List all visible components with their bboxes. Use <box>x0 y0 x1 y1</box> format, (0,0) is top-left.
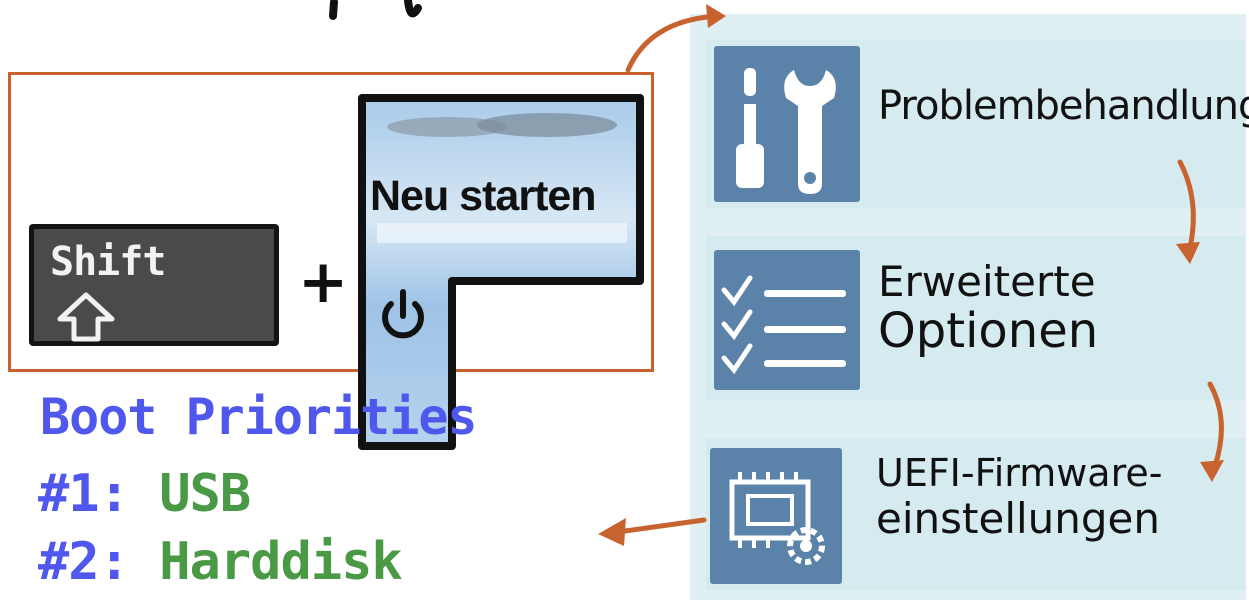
menu-item-troubleshoot-label: Problembehandlung <box>878 83 1249 129</box>
label-line-1: Erweiterte <box>878 257 1096 306</box>
boot-priorities-title: Boot Priorities <box>40 388 478 446</box>
tools-icon <box>736 68 836 194</box>
checklist-icon-tile <box>714 250 860 390</box>
tools-icon-tile <box>714 46 860 202</box>
label-line-2: einstellungen <box>876 493 1161 543</box>
boot-entry: #1: USB <box>38 464 251 524</box>
boot-entry-rank: #2: <box>38 532 130 592</box>
label-line-1: UEFI-Firmware- <box>876 451 1163 495</box>
plus-sign: + <box>298 247 349 317</box>
power-icon <box>382 289 424 339</box>
chip-gear-icon-tile <box>710 448 842 584</box>
restart-button[interactable] <box>357 93 647 453</box>
menu-item-uefi-settings[interactable]: UEFI-Firmware- einstellungen <box>706 438 1246 590</box>
boot-entry: #2: Harddisk <box>38 532 403 592</box>
shift-key-label: Shift <box>50 239 166 285</box>
menu-item-troubleshoot[interactable]: Problembehandlung <box>706 40 1249 208</box>
label-line-2: Optionen <box>878 303 1099 360</box>
shift-arrow-icon <box>57 292 115 342</box>
menu-item-advanced-options-label: Erweiterte Optionen <box>878 258 1098 359</box>
boot-entry-rank: #1: <box>38 464 130 524</box>
cropped-top-marks <box>329 0 422 20</box>
menu-item-advanced-options[interactable]: Erweiterte Optionen <box>706 236 1246 400</box>
menu-item-uefi-settings-label: UEFI-Firmware- einstellungen <box>876 452 1162 542</box>
key-combo-frame <box>8 72 654 372</box>
boot-entry-device: Harddisk <box>159 532 402 592</box>
shift-key[interactable]: Shift <box>29 224 279 346</box>
restart-button-label: Neu starten <box>370 172 597 220</box>
boot-entry-device: USB <box>159 464 251 524</box>
chip-gear-icon <box>729 472 825 565</box>
checklist-icon <box>721 275 846 375</box>
